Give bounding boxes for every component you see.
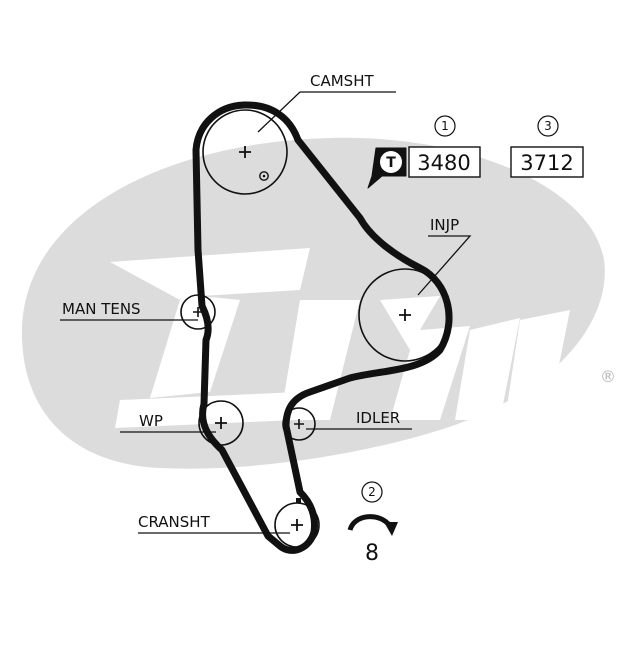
registered-mark: ® — [600, 367, 616, 386]
camshaft-timing-mark-icon — [259, 171, 269, 181]
callout-three-marker: 3 — [544, 119, 552, 133]
callout-one-marker: 1 — [441, 119, 449, 133]
injection-pump-leader — [417, 235, 472, 296]
injection-pump-label: INJP — [430, 216, 459, 234]
camshaft-label: CAMSHT — [310, 72, 374, 90]
water-pump-label: WP — [139, 412, 163, 430]
idler-pulley — [282, 407, 316, 441]
injection-pump-center-cross-icon — [399, 309, 411, 321]
callout-two: 2 8 — [347, 481, 398, 566]
callout-two-value: 8 — [365, 541, 379, 566]
tool-tag-icon: T — [367, 147, 407, 189]
idler-center-cross-icon — [294, 419, 304, 429]
camshaft-leader — [257, 91, 396, 133]
manual-tensioner-label: MAN TENS — [62, 300, 141, 318]
manual-tensioner-pulley — [180, 294, 216, 330]
timing-belt — [192, 101, 453, 554]
crankshaft-label: CRANSHT — [138, 513, 211, 531]
water-pump-pulley — [198, 400, 244, 446]
camshaft-center-cross-icon — [239, 146, 251, 158]
idler-label: IDLER — [356, 409, 400, 427]
callout-three: 3 3712 — [510, 115, 584, 178]
crankshaft-center-cross-icon — [291, 519, 303, 531]
gates-logo-watermark: ® — [21, 137, 616, 469]
crankshaft-pulley — [274, 498, 320, 548]
tensioner-center-cross-icon — [193, 307, 203, 317]
crankshaft-timing-mark-icon — [296, 498, 301, 503]
callout-one: 1 T 3480 — [367, 115, 481, 189]
injection-pump-pulley — [358, 268, 452, 362]
callout-two-marker: 2 — [368, 485, 376, 499]
tool-tag-letter: T — [386, 155, 396, 171]
camshaft-pulley — [202, 109, 288, 195]
leader-lines — [60, 91, 472, 534]
callout-three-value: 3712 — [520, 151, 573, 175]
water-pump-center-cross-icon — [215, 417, 227, 429]
callout-one-value: 3480 — [417, 151, 470, 175]
rotation-arrow-icon — [347, 514, 398, 536]
